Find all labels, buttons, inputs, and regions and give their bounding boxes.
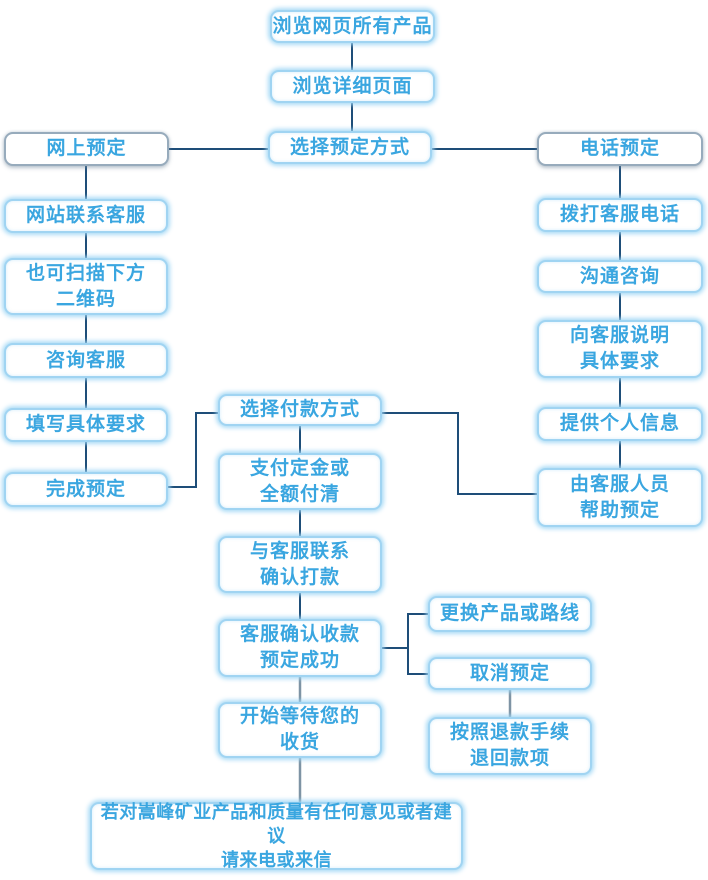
dark-connectors: [85, 42, 621, 675]
node-change-product-or-route: 更换产品或路线: [428, 596, 592, 632]
node-phone-booking: 电话预定: [537, 132, 703, 166]
node-browse-detail-page: 浏览详细页面: [270, 70, 435, 103]
node-browse-all-products: 浏览网页所有产品: [270, 10, 435, 43]
node-fill-requirements: 填写具体要求: [4, 408, 168, 442]
node-website-contact-service: 网站联系客服: [4, 199, 168, 233]
node-dial-service-phone: 拨打客服电话: [537, 198, 703, 232]
node-wait-for-delivery: 开始等待您的 收货: [218, 702, 382, 758]
node-communicate-consult: 沟通咨询: [537, 260, 703, 293]
node-contact-service-confirm-payment: 与客服联系 确认打款: [218, 536, 382, 593]
node-online-booking: 网上预定: [4, 132, 169, 166]
node-explain-requirements: 向客服说明 具体要求: [537, 320, 703, 378]
node-feedback-note: 若对嵩峰矿业产品和质量有任何意见或者建议 请来电或来信: [90, 802, 463, 870]
node-consult-service: 咨询客服: [4, 343, 168, 378]
node-service-staff-assist: 由客服人员 帮助预定: [537, 468, 703, 527]
node-service-confirm-received: 客服确认收款 预定成功: [218, 619, 382, 677]
node-complete-booking: 完成预定: [4, 472, 168, 507]
node-choose-payment-method: 选择付款方式: [218, 394, 382, 426]
gray-connectors: [298, 675, 512, 804]
node-pay-deposit-or-full: 支付定金或 全额付清: [218, 453, 382, 510]
node-scan-qr-code: 也可扫描下方 二维码: [4, 258, 168, 315]
node-provide-personal-info: 提供个人信息: [537, 407, 703, 441]
node-choose-booking-method: 选择预定方式: [268, 131, 432, 164]
node-refund-procedure: 按照退款手续 退回款项: [428, 717, 592, 775]
node-cancel-booking: 取消预定: [428, 657, 592, 690]
